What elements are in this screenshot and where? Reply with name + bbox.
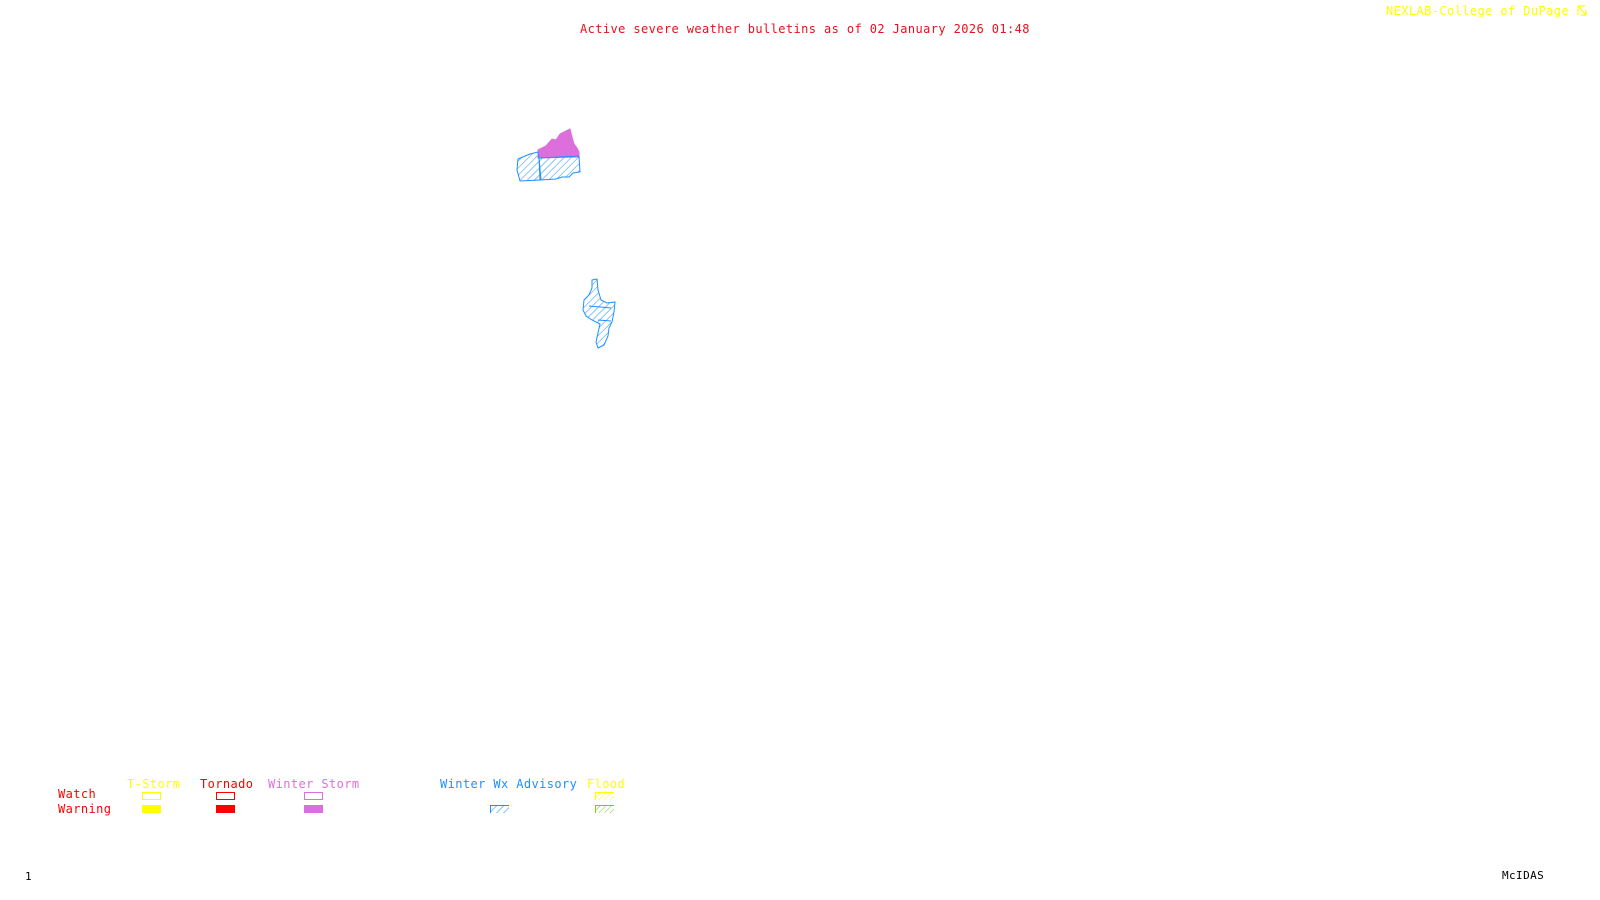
arrow-logo-icon — [1577, 5, 1587, 16]
flood-watch-swatch — [595, 792, 614, 800]
central-alert-area — [582, 278, 616, 349]
frame-number: 1 — [25, 870, 33, 883]
winter-wx-advisory-swatch — [490, 805, 509, 813]
tstorm-warning-swatch — [142, 805, 161, 813]
winter-storm-warning-polygon — [537, 128, 580, 159]
bulletin-title: Active severe weather bulletins as of 02… — [580, 22, 1030, 36]
flood-warning-swatch — [595, 805, 614, 813]
tornado-warning-swatch — [216, 805, 235, 813]
tstorm-watch-swatch — [142, 792, 161, 800]
software-label: McIDAS — [1502, 869, 1545, 882]
legend-watch-label: Watch — [58, 787, 97, 801]
winter-storm-watch-swatch — [304, 792, 323, 800]
county-border-line — [597, 319, 612, 322]
credit-text: NEXLAB-College of DuPage — [1386, 4, 1569, 18]
legend-tornado-label: Tornado — [200, 777, 254, 791]
credit-label: NEXLAB-College of DuPage — [1386, 5, 1587, 17]
winter-wx-advisory-polygon-west — [516, 151, 541, 182]
northern-alert-area — [516, 128, 581, 182]
winter-storm-warning-swatch — [304, 805, 323, 813]
tornado-watch-swatch — [216, 792, 235, 800]
winter-wx-advisory-polygon-central — [582, 278, 616, 349]
county-border-line — [588, 305, 612, 309]
legend-tstorm-label: T-Storm — [127, 777, 181, 791]
winter-wx-advisory-polygon-east — [538, 155, 581, 181]
legend-winter-storm-label: Winter Storm — [268, 777, 360, 791]
legend-winter-wx-advisory-label: Winter Wx Advisory — [440, 777, 578, 791]
legend-flood-label: Flood — [587, 777, 626, 791]
legend-warning-label: Warning — [58, 802, 112, 816]
